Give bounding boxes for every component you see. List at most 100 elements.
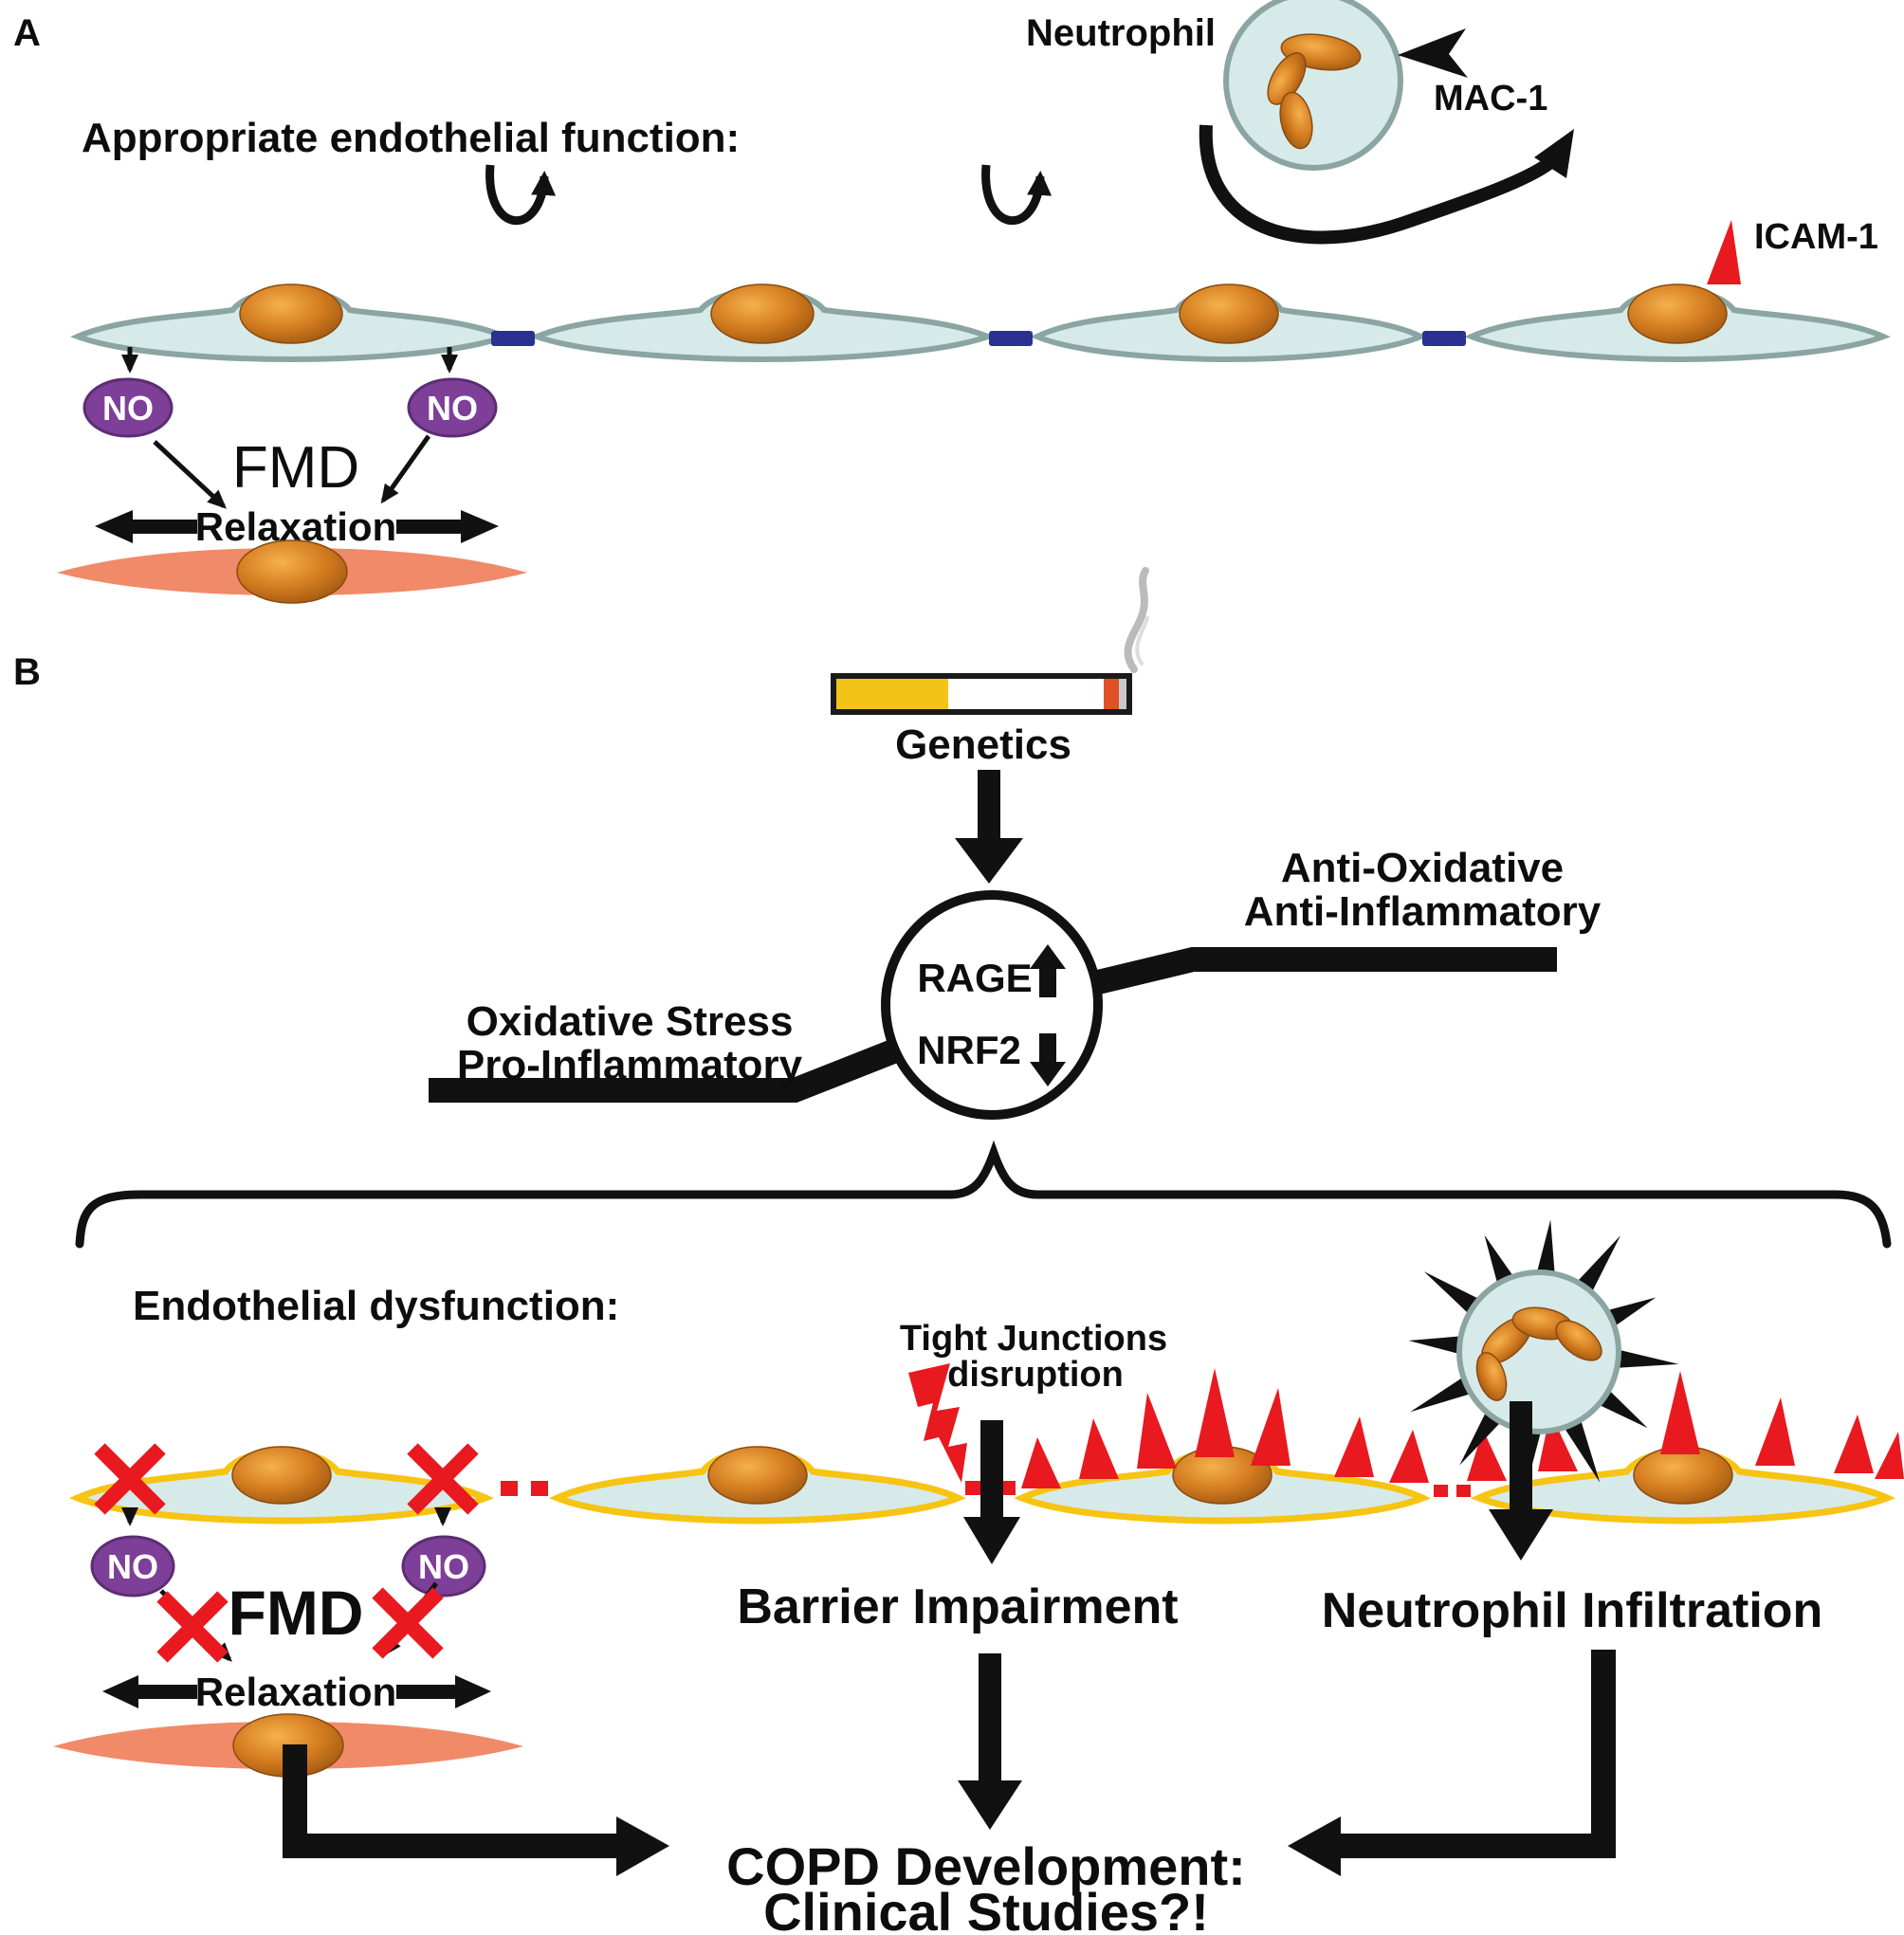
mac1-label: MAC-1 (1434, 79, 1547, 119)
activated-neutrophil-cell (1408, 1219, 1679, 1483)
neutrophil-nucleus-lobe (1555, 1320, 1602, 1361)
fmd-label: FMD (232, 435, 359, 501)
icam1-spike-icon (1137, 1393, 1177, 1469)
brace (75, 1140, 1892, 1249)
copd-label-line2: Clinical Studies?! (763, 1882, 1209, 1935)
icam1-spike-icon (1021, 1437, 1061, 1488)
genetics-label: Genetics (895, 721, 1071, 768)
broken-junction-fragment (1000, 1481, 1016, 1495)
icam1-spike-icon (1195, 1368, 1235, 1457)
no-label: NO (418, 1547, 469, 1586)
rage-label: RAGE (917, 956, 1032, 1000)
no-to-relaxation-arrow (380, 434, 431, 504)
cigarette-ember (1104, 679, 1119, 709)
barrier-arrow (963, 1420, 1020, 1564)
red-x-icon (156, 1591, 229, 1663)
seesaw-left-label-line2: Pro-Inflammatory (457, 1042, 803, 1088)
tight-junction-bar (1422, 331, 1466, 346)
broken-junction-fragment (965, 1481, 980, 1495)
cigarette-ash (1119, 679, 1126, 709)
red-x-icon (94, 1443, 166, 1515)
icam1-spike-icon (1834, 1415, 1874, 1473)
no-molecule-oval: NO (401, 1535, 486, 1597)
seesaw-bar-low (429, 1021, 943, 1103)
neutrophil-label: Neutrophil (1026, 12, 1216, 54)
seesaw-left-label-line1: Oxidative Stress (467, 998, 794, 1045)
no-molecule-oval: NO (407, 377, 498, 438)
relaxation-arrows (102, 1675, 491, 1708)
no-label: NO (107, 1547, 158, 1586)
relaxation-label: Relaxation (195, 1670, 396, 1714)
icam1-spike-icon (1875, 1432, 1904, 1479)
broken-junction-fragment (531, 1481, 548, 1496)
rolling-arrow-head-icon (1534, 129, 1574, 178)
up-arrow-icon (1030, 944, 1066, 997)
dysfunction-title: Endothelial dysfunction: (133, 1283, 619, 1329)
icam1-spike-icon (1079, 1418, 1119, 1479)
icam1-spike-icon (1660, 1371, 1700, 1454)
neutrophil-infiltration-label: Neutrophil Infiltration (1322, 1583, 1823, 1638)
broken-junction-fragment (1434, 1485, 1448, 1497)
seesaw-right-label-line2: Anti-Inflammatory (1244, 888, 1602, 935)
copd-label-line1: COPD Development: (726, 1836, 1246, 1896)
endothelial-cell-row-dysfunction (78, 1368, 1904, 1521)
icam1-label: ICAM-1 (1754, 217, 1878, 257)
down-arrow-icon (1030, 1033, 1066, 1086)
rolling-arrow-icon (1199, 124, 1554, 245)
endothelial-cell-row-normal (78, 283, 1883, 359)
cell-nucleus (236, 539, 348, 604)
red-x-icon (407, 1443, 479, 1515)
cell-nucleus (1633, 1446, 1733, 1505)
icam1-spike-icon (1251, 1388, 1291, 1466)
nrf2-label: NRF2 (917, 1028, 1021, 1072)
red-x-icon (372, 1587, 444, 1659)
cell-nucleus (231, 1446, 332, 1505)
no-label: NO (427, 389, 478, 428)
cigarette-filter (836, 679, 948, 709)
seesaw-right-label-line1: Anti-Oxidative (1281, 845, 1564, 891)
neutrophil-body (1223, 0, 1403, 171)
rage-nrf2-circle: RAGE NRF2 (881, 890, 1103, 1120)
icam1-spike-icon (1707, 220, 1741, 284)
neutrophil-nucleus-lobe (1475, 1352, 1508, 1401)
infiltration-to-copd-elbow-arrow (1288, 1650, 1616, 1876)
icam1-spike-icon (1334, 1416, 1374, 1477)
panel-a-title: Appropriate endothelial function: (82, 115, 740, 161)
lightning-bolt-icon (908, 1363, 967, 1483)
blocked-no-release: NO NO (90, 1443, 486, 1597)
tight-junction-label-line2: disruption (947, 1355, 1124, 1395)
icam1-spike-icon (1389, 1430, 1429, 1483)
tight-junction-label-line1: Tight Junctions (900, 1319, 1167, 1359)
mac1-receptor-icon (1398, 28, 1468, 78)
flow-arrow-icon (485, 164, 557, 226)
no-to-relaxation-arrow (153, 440, 227, 509)
relaxation-arrows (95, 510, 499, 543)
cell-nucleus (1179, 283, 1279, 344)
barrier-to-copd-arrow (958, 1653, 1022, 1830)
genetics-arrow (955, 770, 1023, 884)
tight-junction-bar (989, 331, 1033, 346)
panel-b-label: B (13, 651, 41, 693)
barrier-impairment-label: Barrier Impairment (737, 1579, 1178, 1634)
broken-junction-fragment (1456, 1485, 1471, 1497)
cell-nucleus (239, 283, 343, 344)
fmd-to-copd-elbow-arrow (283, 1744, 669, 1876)
cell-nucleus (1627, 283, 1728, 344)
infiltration-arrow (1489, 1401, 1553, 1561)
no-label: NO (102, 389, 154, 428)
panel-a-label: A (13, 12, 41, 54)
no-molecule-oval: NO (82, 377, 174, 438)
icam1-spike-icon (1755, 1397, 1795, 1466)
tight-junction-bar (491, 331, 535, 346)
icam1-spike-icon (1467, 1430, 1507, 1481)
cell-nucleus (707, 1446, 808, 1505)
flow-arrow-icon (981, 164, 1053, 226)
smooth-muscle-cell (57, 539, 527, 604)
fmd-label: FMD (229, 1578, 364, 1648)
neutrophil-nucleus-lobe (1279, 91, 1313, 150)
cell-nucleus (710, 283, 815, 344)
cigarette-body (948, 679, 1104, 709)
neutrophil-cell (1223, 0, 1403, 171)
